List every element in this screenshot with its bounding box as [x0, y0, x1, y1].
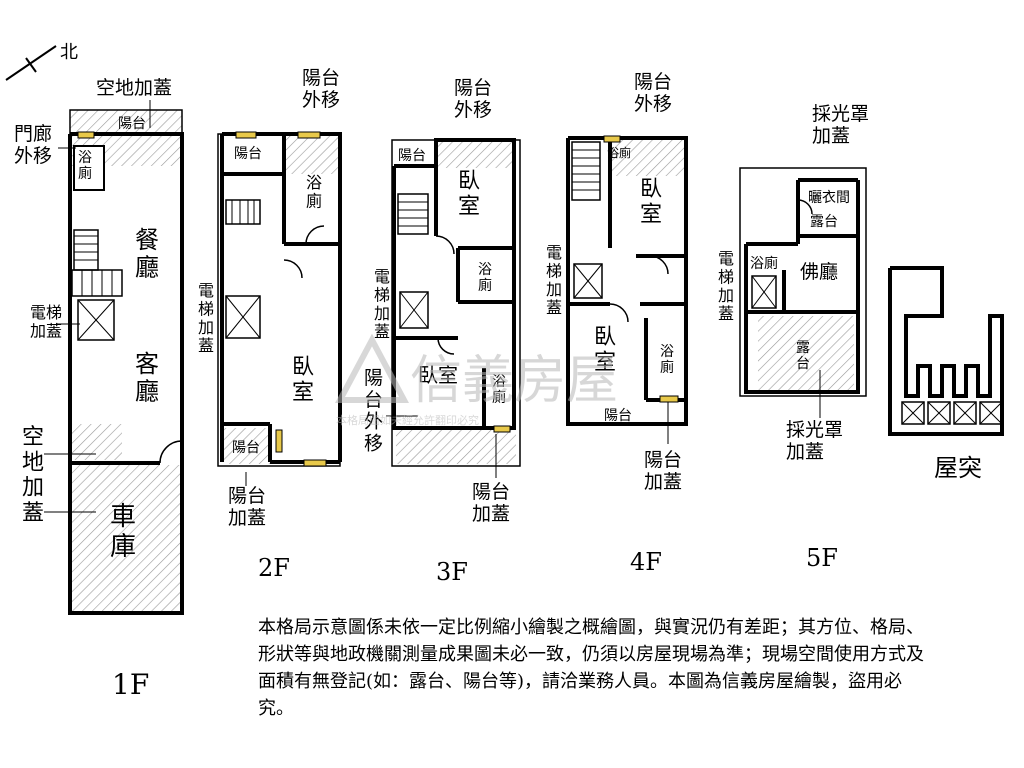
label-2f-bath: 浴廁 — [306, 173, 322, 210]
brand-logo-icon — [335, 333, 409, 403]
disclaimer-text: 本格局示意圖係未依一定比例縮小繪製之概繪圖，與實況仍有差距；其方位、格局、形狀等… — [258, 617, 924, 719]
callout-4f-top: 陽台外移 — [634, 71, 672, 115]
callout-3f-mid: 陽台外移 — [364, 367, 383, 454]
callout-4f-bottom: 陽台加蓋 — [644, 449, 682, 493]
label-3f-balcony: 陽台 — [398, 148, 426, 164]
label-3f-bedroom-top: 臥室 — [458, 169, 480, 219]
callout-1f-side: 空地加蓋 — [22, 425, 44, 526]
floor-label-5f: 5F — [806, 544, 838, 572]
label-3f-bath-bottom: 浴廁 — [492, 374, 506, 406]
floor-2f: 陽台 浴廁 臥室 陽台 陽台外移 電梯加蓋 陽台加蓋 2F — [198, 67, 342, 582]
elevator-shaft-1f — [77, 299, 115, 341]
floor-label-4f: 4F — [630, 548, 662, 576]
callout-5f-top: 採光罩加蓋 — [812, 103, 869, 147]
callout-4f-elevator: 電梯加蓋 — [546, 243, 562, 317]
floor-3f: 陽台 臥室 浴廁 臥室 浴廁 陽台外移 電梯加蓋 陽台外移 陽台加蓋 3F — [364, 77, 521, 586]
compass-north-label: 北 — [60, 42, 78, 63]
label-2f-bedroom: 臥室 — [292, 355, 314, 405]
watermark-brand: 信義房屋 — [410, 351, 618, 411]
callout-2f-bottom: 陽台加蓋 — [228, 485, 266, 529]
label-1f-bath: 浴廁 — [78, 150, 92, 182]
compass: 北 — [5, 42, 78, 81]
floor-label-roof: 屋突 — [934, 454, 982, 482]
callout-5f-elevator: 電梯加蓋 — [718, 249, 734, 323]
callout-1f-top: 空地加蓋 — [96, 77, 172, 99]
floor-label-3f: 3F — [436, 558, 468, 586]
label-4f-bedroom-bottom: 臥室 — [594, 325, 616, 375]
compass-arrow-icon — [5, 45, 57, 81]
watermark-fine: 本格局圖如未經允許翻印必究 — [336, 413, 479, 427]
label-3f-bath-top: 浴廁 — [478, 262, 492, 294]
label-5f-terrace-small: 露台 — [810, 214, 838, 230]
label-3f-bedroom-bottom: 臥室 — [418, 363, 458, 387]
label-2f-balcony-top: 陽台 — [234, 146, 262, 162]
label-2f-balcony-bottom: 陽台 — [232, 440, 260, 456]
callout-3f-elevator: 電梯加蓋 — [374, 267, 390, 341]
callout-2f-top: 陽台外移 — [302, 67, 340, 111]
floor-label-2f: 2F — [258, 554, 290, 582]
callout-3f-bottom: 陽台加蓋 — [472, 481, 510, 525]
callout-3f-top: 陽台外移 — [454, 77, 492, 121]
label-4f-balcony: 陽台 — [604, 408, 632, 424]
label-5f-shrine: 佛廳 — [800, 261, 838, 283]
label-5f-laundry: 曬衣間 — [808, 190, 850, 206]
floor-4f: 浴廁 臥室 臥室 浴廁 陽台 陽台外移 電梯加蓋 陽台加蓋 4F — [546, 71, 688, 576]
callout-5f-bottom: 採光罩加蓋 — [786, 419, 843, 463]
watermark: 信義房屋 本格局圖如未經允許翻印必究 — [335, 333, 618, 427]
label-1f-garage: 車庫 — [110, 502, 136, 562]
label-4f-bedroom-top: 臥室 — [640, 177, 662, 227]
label-4f-bath-top: 浴廁 — [607, 145, 631, 160]
label-1f-balcony: 陽台 — [118, 116, 146, 132]
floor-1f: 陽台 浴廁 餐廳 客廳 車庫 空地加蓋 門廊外移 電梯加蓋 空地加蓋 1F — [14, 77, 184, 701]
floor-roof: 屋突 — [888, 266, 1004, 482]
label-1f-living: 客廳 — [135, 350, 159, 406]
label-5f-terrace: 露台 — [796, 340, 810, 372]
label-5f-bath: 浴廁 — [750, 255, 778, 272]
label-4f-bath-bottom: 浴廁 — [660, 344, 674, 376]
callout-1f-elevator: 電梯加蓋 — [30, 303, 62, 340]
callout-1f-porch: 門廊外移 — [14, 123, 52, 167]
label-1f-dining: 餐廳 — [135, 226, 159, 282]
floor-label-1f: 1F — [112, 668, 149, 701]
floor-5f: 曬衣間 露台 浴廁 佛廳 露台 採光罩加蓋 電梯加蓋 採光罩加蓋 5F — [718, 103, 869, 572]
callout-2f-elevator: 電梯加蓋 — [198, 281, 214, 355]
